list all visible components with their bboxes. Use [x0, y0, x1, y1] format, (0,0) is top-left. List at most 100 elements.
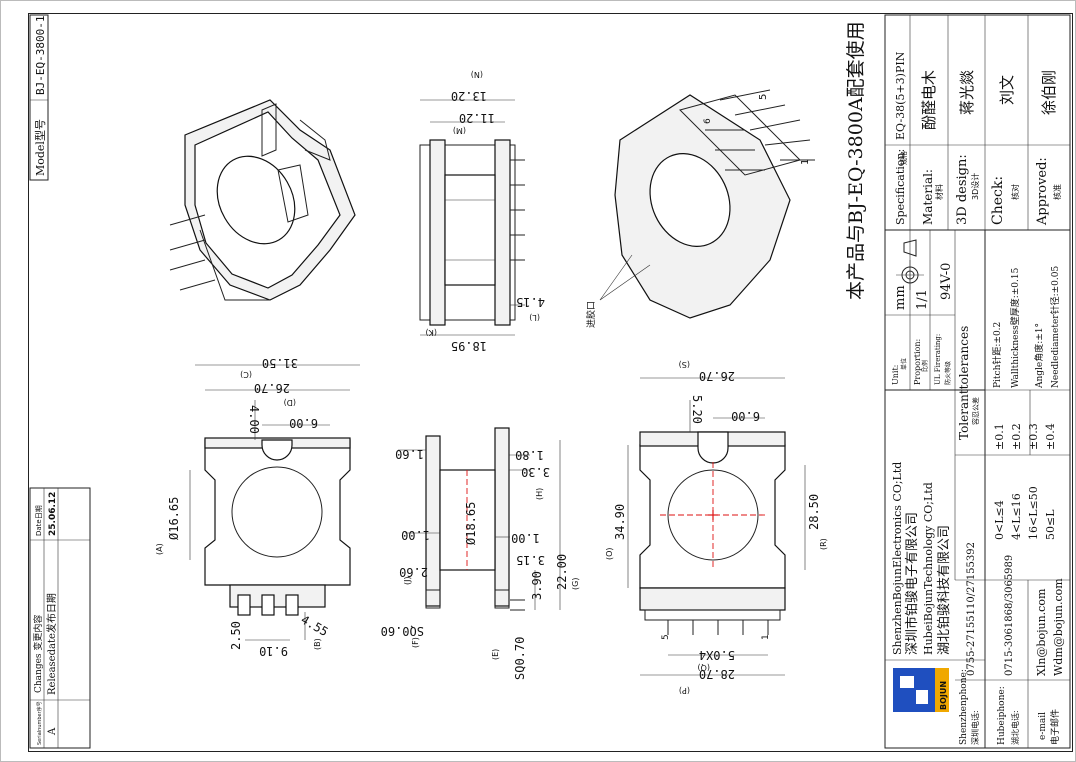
model-box: Model型号 BJ-EQ-3800-1 — [29, 14, 49, 181]
dim-11-20: 11.20 — [459, 111, 495, 125]
tol-angle: Angle角度:±1° — [1033, 323, 1045, 389]
dim-3-15: 3.15 — [516, 553, 545, 567]
dim-26-70-bottom: 26.70 — [699, 369, 735, 383]
tol-range-1: 0<L≤4 — [993, 500, 1006, 540]
dim-6-00-bottom: 6.00 — [731, 409, 760, 423]
tol-value-3: ±0.3 — [1027, 423, 1040, 450]
ref-b: (B) — [313, 638, 322, 650]
dim-28-70: 28.70 — [699, 667, 735, 681]
ref-d: (D) — [284, 398, 296, 407]
serial-header: Serialnumber序号 — [36, 701, 43, 745]
ref-a: (A) — [155, 543, 164, 555]
dim-2-50: 2.50 — [229, 621, 243, 650]
date-header: Date日期 — [35, 505, 43, 536]
dim-4-15: 4.15 — [516, 295, 545, 309]
email-1: Xln@bojun.com — [1035, 588, 1048, 676]
ref-n: (N) — [471, 70, 483, 79]
ref-l: (L) — [529, 313, 540, 322]
spec-value: EQ-38(5+3)PIN — [894, 51, 907, 140]
pin-label-6: 6 — [703, 118, 713, 124]
dim-sq0-70: SQ0.70 — [513, 637, 527, 680]
design-value: 蒋光燚 — [958, 70, 976, 115]
pin-label-1: 1 — [800, 159, 811, 165]
email-2: Wdm@bojun.com — [1052, 578, 1065, 676]
dim-5-20: 5.20 — [690, 395, 704, 424]
sz-phone: 0755-27155110/27155392 — [966, 542, 977, 676]
hb-phone: 0715-3061868/3065989 — [1004, 555, 1015, 676]
dim-2-60: 2.60 — [399, 565, 428, 579]
dim-dia-18-65: Ø18.65 — [464, 502, 478, 545]
changes-header: Changes 变更内容 — [32, 615, 44, 693]
hb-phone-cn: 湖北电话: — [1010, 710, 1020, 745]
tol-needle: Needlediameter针径:±0.05 — [1049, 266, 1061, 388]
tolerances-title: Toleranttolerances — [957, 326, 971, 440]
unit-cn: 单位 — [900, 358, 908, 370]
unit-label: Unit: — [891, 365, 900, 385]
unit-value: mm — [893, 285, 908, 310]
top-view: 31.50 26.70 6.00 4.00 Ø16.65 2.50 9.10 4… — [155, 356, 360, 658]
email-label: e-mail — [1038, 712, 1048, 740]
tol-value-2: ±0.2 — [1010, 423, 1023, 450]
dim-1-80: 1.80 — [515, 448, 544, 462]
title-block: Specification: 规格 EQ-38(5+3)PIN Material… — [884, 14, 1071, 749]
proportion-value: 1/1 — [915, 289, 930, 310]
revision-date: 25.06.12 — [48, 492, 58, 536]
gate-label: 进胶口 — [585, 301, 597, 328]
ref-q: (Q) — [697, 663, 710, 672]
ref-e: (E) — [491, 649, 500, 660]
dim-5-0x4: 5.0X4 — [699, 648, 735, 662]
dim-26-70: 26.70 — [254, 381, 290, 395]
email-cn: 电子邮件 — [1049, 709, 1061, 745]
ref-c: (C) — [240, 370, 252, 379]
dim-9-10: 9.10 — [259, 644, 288, 658]
bojun-logo: BOJUN — [893, 668, 949, 712]
dim-28-50: 28.50 — [807, 494, 821, 530]
ref-j: (J) — [403, 576, 412, 585]
headline: 本产品与BJ-EQ-3800A配套使用 — [845, 21, 867, 300]
approved-label: Approved: — [1035, 157, 1050, 226]
company2-en: HubeiBojunTechnology CO;Ltd — [922, 482, 935, 655]
dim-6-00: 6.00 — [289, 416, 318, 430]
tol-range-2: 4<L≤16 — [1010, 493, 1023, 540]
proportion-label: Proportion: — [913, 339, 922, 385]
ref-k: (K) — [426, 328, 438, 337]
tol-value-1: ±0.1 — [993, 423, 1006, 450]
tol-range-4: 50≤L — [1044, 509, 1057, 540]
approved-value: 徐伯刚 — [1040, 70, 1058, 115]
dim-1-00-right: 1.00 — [511, 531, 540, 545]
dim-1-60: 1.60 — [395, 447, 424, 461]
sz-phone-cn: 深圳电话: — [970, 710, 980, 745]
ref-g: (G) — [571, 578, 580, 590]
pin-label-bottom-5: 5 — [661, 634, 671, 640]
tol-value-4: ±0.4 — [1044, 423, 1057, 450]
check-cn: 核对 — [1010, 184, 1020, 200]
sz-phone-label: Shenzhenphone: — [959, 669, 969, 745]
company2-cn: 湖北铂骏科技有限公司 — [936, 525, 952, 655]
dim-4-00: 4.00 — [247, 405, 261, 434]
fire-cn: 防火等级 — [944, 361, 952, 385]
proportion-cn: 比例 — [921, 360, 929, 372]
spec-label: Specification: — [894, 149, 907, 225]
tolerances-cn: 容忍公差 — [971, 397, 980, 425]
logo-text: BOJUN — [939, 681, 948, 710]
company1-en: ShenzhenBojunElectronics CO;Ltd — [891, 462, 904, 655]
bottom-view: 26.70 5.20 6.00 34.90 28.50 5.0X4 28.70 … — [605, 360, 828, 695]
tol-wall: Wallthickness壁厚度:±0.15 — [1009, 267, 1021, 388]
check-value: 刘文 — [998, 75, 1016, 105]
dim-3-90: 3.90 — [530, 571, 544, 600]
material-cn: 材料 — [934, 184, 944, 200]
revision-change: Releasedate发布日期 — [45, 593, 58, 695]
dim-22-00: 22.00 — [555, 554, 569, 590]
dim-dia-16-65: Ø16.65 — [167, 497, 181, 540]
ref-s: (S) — [679, 360, 690, 369]
dim-34-90: 34.90 — [613, 504, 627, 540]
drawing-frame — [28, 13, 1073, 752]
model-value: BJ-EQ-3800-1 — [34, 16, 47, 95]
fire-label: UL Firerating: — [934, 334, 942, 385]
ref-h: (H) — [535, 488, 544, 500]
pin-label-5: 5 — [758, 94, 769, 100]
dim-3-30: 3.30 — [521, 465, 550, 479]
check-label: Check: — [990, 176, 1006, 225]
